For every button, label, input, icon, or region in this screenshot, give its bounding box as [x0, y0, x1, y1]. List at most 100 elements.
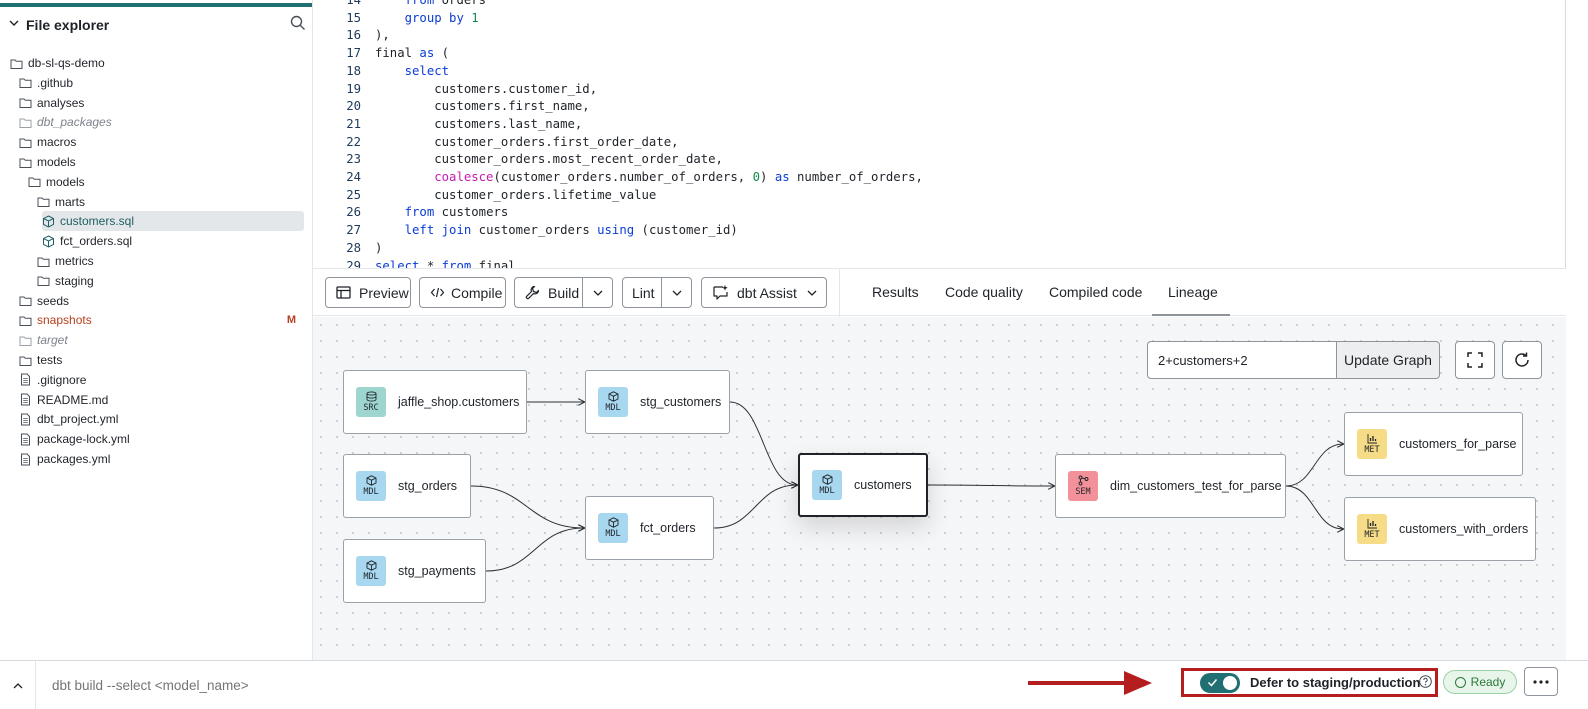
- tree-item-tests[interactable]: tests: [19, 350, 62, 370]
- code-line[interactable]: 15 group by 1: [313, 9, 1565, 27]
- code-text: select * from final: [375, 258, 516, 269]
- tree-item-customers-sql[interactable]: customers.sql: [42, 211, 304, 232]
- tree-item-packages-yml[interactable]: packages.yml: [19, 449, 110, 469]
- defer-toggle[interactable]: [1200, 673, 1240, 693]
- search-icon[interactable]: [290, 15, 306, 31]
- tree-item-db-sl-qs-demo[interactable]: db-sl-qs-demo: [10, 53, 105, 73]
- folder-icon: [19, 78, 32, 89]
- folder-icon: [19, 356, 32, 366]
- lineage-edge: [729, 401, 797, 485]
- lineage-edge: [927, 485, 1054, 486]
- code-line[interactable]: 16),: [313, 26, 1565, 44]
- tree-item-dbt-packages[interactable]: dbt_packages: [19, 112, 112, 132]
- code-text: customer_orders.lifetime_value: [375, 187, 657, 202]
- code-line[interactable]: 14 from orders: [313, 0, 1565, 9]
- database-icon: [366, 391, 376, 402]
- chevron-down-icon[interactable]: [8, 17, 20, 29]
- update-graph-button[interactable]: Update Graph: [1336, 341, 1440, 379]
- tree-item-target[interactable]: target: [19, 330, 68, 350]
- tree-item-label: staging: [55, 273, 94, 288]
- line-number: 22: [346, 134, 361, 149]
- cube-icon: [822, 474, 832, 485]
- folder-icon: [37, 276, 50, 287]
- lineage-edge: [485, 528, 584, 572]
- tree-item-analyses[interactable]: analyses: [19, 93, 84, 113]
- compile-button[interactable]: Compile: [419, 277, 506, 308]
- lint-button[interactable]: Lint: [622, 277, 692, 308]
- code-line[interactable]: 22 customer_orders.first_order_date,: [313, 133, 1565, 151]
- tree-item-readme-md[interactable]: README.md: [19, 390, 108, 410]
- tree-item-macros[interactable]: macros: [19, 132, 76, 152]
- tree-item-snapshots[interactable]: snapshots: [19, 310, 92, 330]
- tab-compiled-code[interactable]: Compiled code: [1049, 284, 1143, 300]
- graph-selector-input[interactable]: [1147, 341, 1337, 379]
- refresh-graph-button[interactable]: [1502, 341, 1542, 379]
- code-line[interactable]: 24 coalesce(customer_orders.number_of_or…: [313, 168, 1565, 186]
- help-icon[interactable]: [1419, 675, 1432, 688]
- tree-item-fct-orders-sql[interactable]: fct_orders.sql: [42, 231, 132, 251]
- tab-results[interactable]: Results: [872, 284, 919, 300]
- tab-lineage[interactable]: Lineage: [1168, 284, 1218, 300]
- dbt-assist-button[interactable]: dbt Assist: [701, 277, 827, 308]
- line-number: 19: [346, 81, 361, 96]
- preview-button[interactable]: Preview: [325, 277, 411, 308]
- status-badge: Ready: [1443, 670, 1517, 694]
- code-line[interactable]: 28): [313, 239, 1565, 257]
- command-input[interactable]: [44, 671, 644, 699]
- tree-item-label: target: [37, 333, 68, 348]
- build-button[interactable]: Build: [514, 277, 613, 308]
- tree-item-gitignore[interactable]: .gitignore: [19, 370, 86, 390]
- tree-item-marts[interactable]: marts: [37, 192, 85, 212]
- code-line[interactable]: 23 customer_orders.most_recent_order_dat…: [313, 150, 1565, 168]
- tree-item-label: .github: [37, 75, 74, 90]
- code-line[interactable]: 20 customers.first_name,: [313, 97, 1565, 115]
- status-circle-icon: [1454, 676, 1466, 688]
- build-dropdown-chevron-icon[interactable]: [592, 287, 604, 299]
- node-label: fct_orders: [640, 521, 696, 535]
- code-line[interactable]: 27 left join customer_orders using (cust…: [313, 221, 1565, 239]
- tab-code-quality[interactable]: Code quality: [945, 284, 1023, 300]
- node-label: customers_for_parse: [1399, 437, 1517, 451]
- tree-item-models[interactable]: models: [28, 172, 85, 192]
- tree-item-label: analyses: [37, 95, 85, 110]
- node-label: customers_with_orders: [1399, 522, 1529, 536]
- file-explorer-header[interactable]: File explorer: [0, 10, 312, 40]
- code-line[interactable]: 19 customers.customer_id,: [313, 80, 1565, 98]
- node-label: jaffle_shop.customers: [398, 395, 520, 409]
- tree-item-seeds[interactable]: seeds: [19, 291, 69, 311]
- fullscreen-button[interactable]: [1455, 341, 1495, 379]
- tree-item-dbt-project-yml[interactable]: dbt_project.yml: [19, 409, 118, 429]
- code-line[interactable]: 26 from customers: [313, 203, 1565, 221]
- file-icon: [21, 373, 30, 386]
- more-options-button[interactable]: [1524, 667, 1558, 696]
- expand-icon: [1467, 352, 1483, 368]
- tree-item-label: models: [37, 155, 76, 169]
- tree-item-package-lock-yml[interactable]: package-lock.yml: [19, 429, 130, 449]
- lineage-graph-canvas[interactable]: Update Graph SRCjaffle_shop.customersMDL…: [313, 317, 1566, 660]
- code-line[interactable]: 21 customers.last_name,: [313, 115, 1565, 133]
- code-line[interactable]: 18 select: [313, 62, 1565, 80]
- tree-item-metrics[interactable]: metrics: [37, 251, 94, 271]
- tree-item-staging[interactable]: staging: [37, 271, 94, 291]
- lint-dropdown-chevron-icon[interactable]: [671, 287, 683, 299]
- tree-item-models[interactable]: models: [19, 152, 76, 172]
- toggle-knob: [1223, 676, 1237, 690]
- tree-item-github[interactable]: .github: [19, 73, 73, 93]
- lineage-edge: [470, 485, 584, 528]
- refresh-icon: [1515, 352, 1529, 367]
- lineage-edge: [1285, 444, 1343, 487]
- expand-command-panel-button[interactable]: [0, 661, 36, 709]
- code-line[interactable]: 25 customer_orders.lifetime_value: [313, 186, 1565, 204]
